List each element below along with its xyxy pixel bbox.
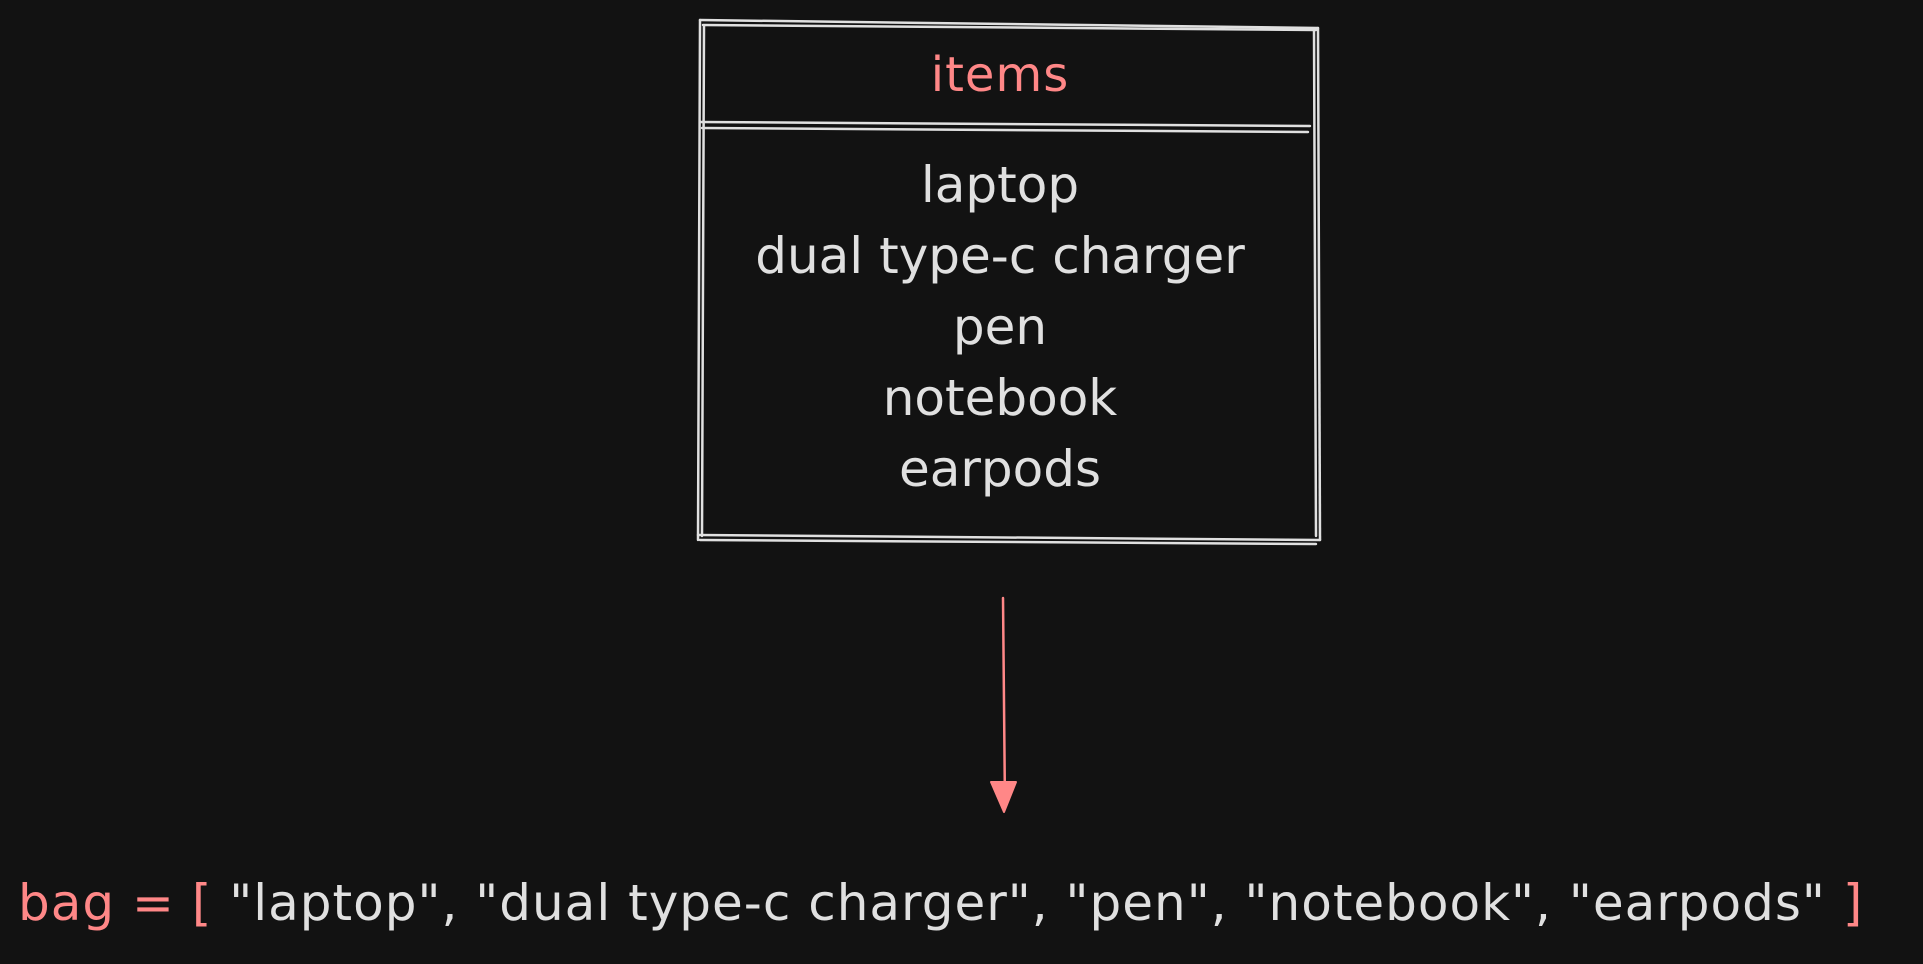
code-open-bracket: [ (191, 874, 213, 932)
table-row: notebook (882, 369, 1118, 427)
table-row: earpods (898, 440, 1102, 498)
arrow-head (990, 781, 1017, 813)
arrow-down (1001, 596, 1007, 810)
code-equals-sign: = (132, 874, 175, 932)
code-variable-name: bag (18, 874, 116, 932)
table-row: laptop (920, 156, 1080, 214)
items-table-rows: laptop dual type-c charger pen notebook … (700, 150, 1300, 505)
code-assignment: bag = [ "laptop", "dual type-c charger",… (18, 868, 1908, 938)
code-array-values: "laptop", "dual type-c charger", "pen", … (229, 874, 1826, 932)
items-table-title: items (930, 47, 1070, 103)
code-close-bracket: ] (1842, 874, 1864, 932)
items-header-divider (698, 120, 1312, 134)
table-row: pen (952, 298, 1048, 356)
items-table-box (696, 18, 1322, 546)
table-row: dual type-c charger (755, 227, 1245, 285)
